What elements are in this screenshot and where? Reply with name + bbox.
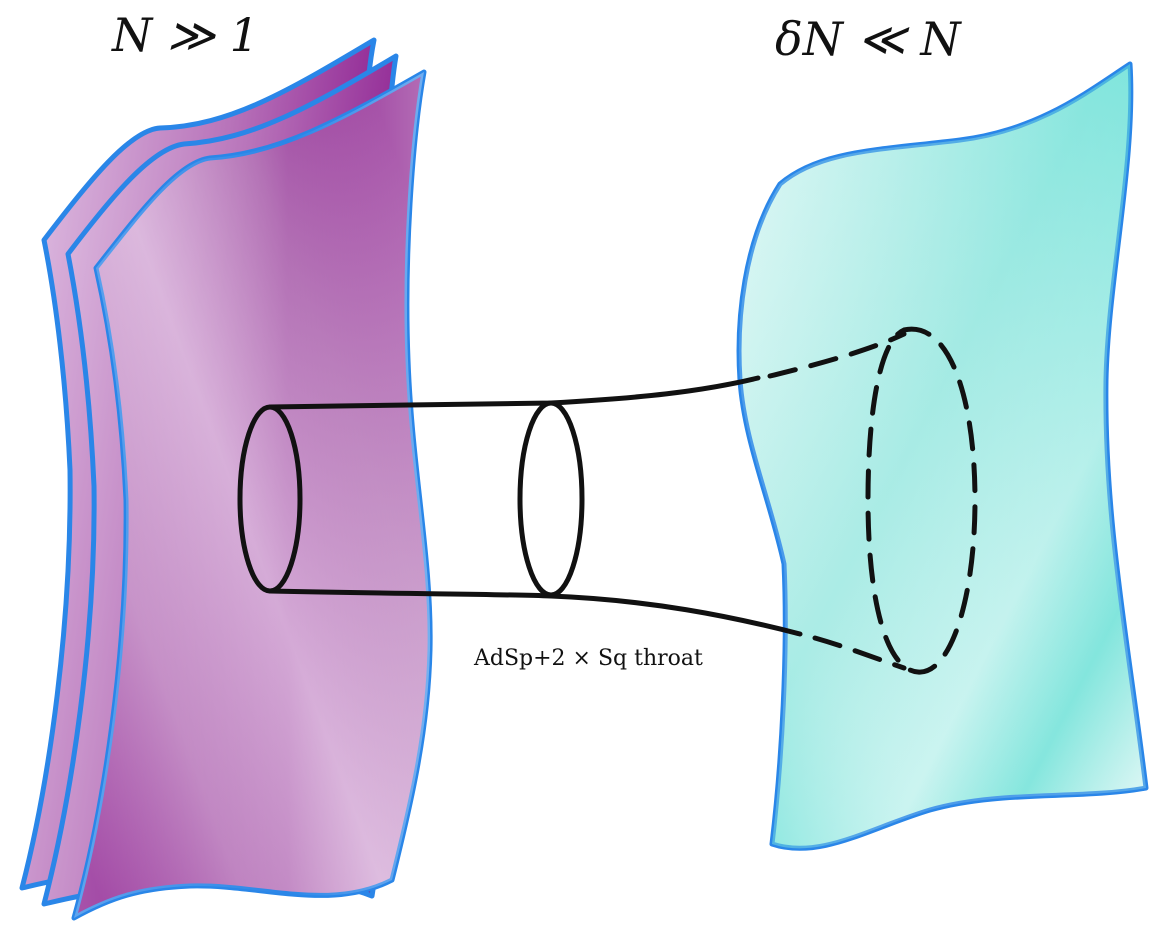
stack-sheet-front-sheen	[74, 72, 431, 918]
probe-label: δN ≪ N	[775, 12, 961, 66]
throat	[237, 326, 978, 675]
throat-lower-edge-dashed	[812, 635, 907, 671]
throat-lower-edge	[267, 588, 803, 637]
throat-label: AdSp+2 × Sq throat	[474, 646, 703, 671]
throat-end-ring-dashed	[865, 326, 978, 675]
stack-label: N ≫ 1	[112, 8, 259, 62]
throat-middle-ring	[517, 400, 585, 598]
throat-upper-edge-dashed	[767, 331, 907, 379]
probe-brane	[736, 61, 1149, 851]
brane-stack	[19, 37, 433, 921]
probe-brane-sheen	[739, 64, 1146, 849]
throat-upper-edge	[267, 375, 761, 410]
